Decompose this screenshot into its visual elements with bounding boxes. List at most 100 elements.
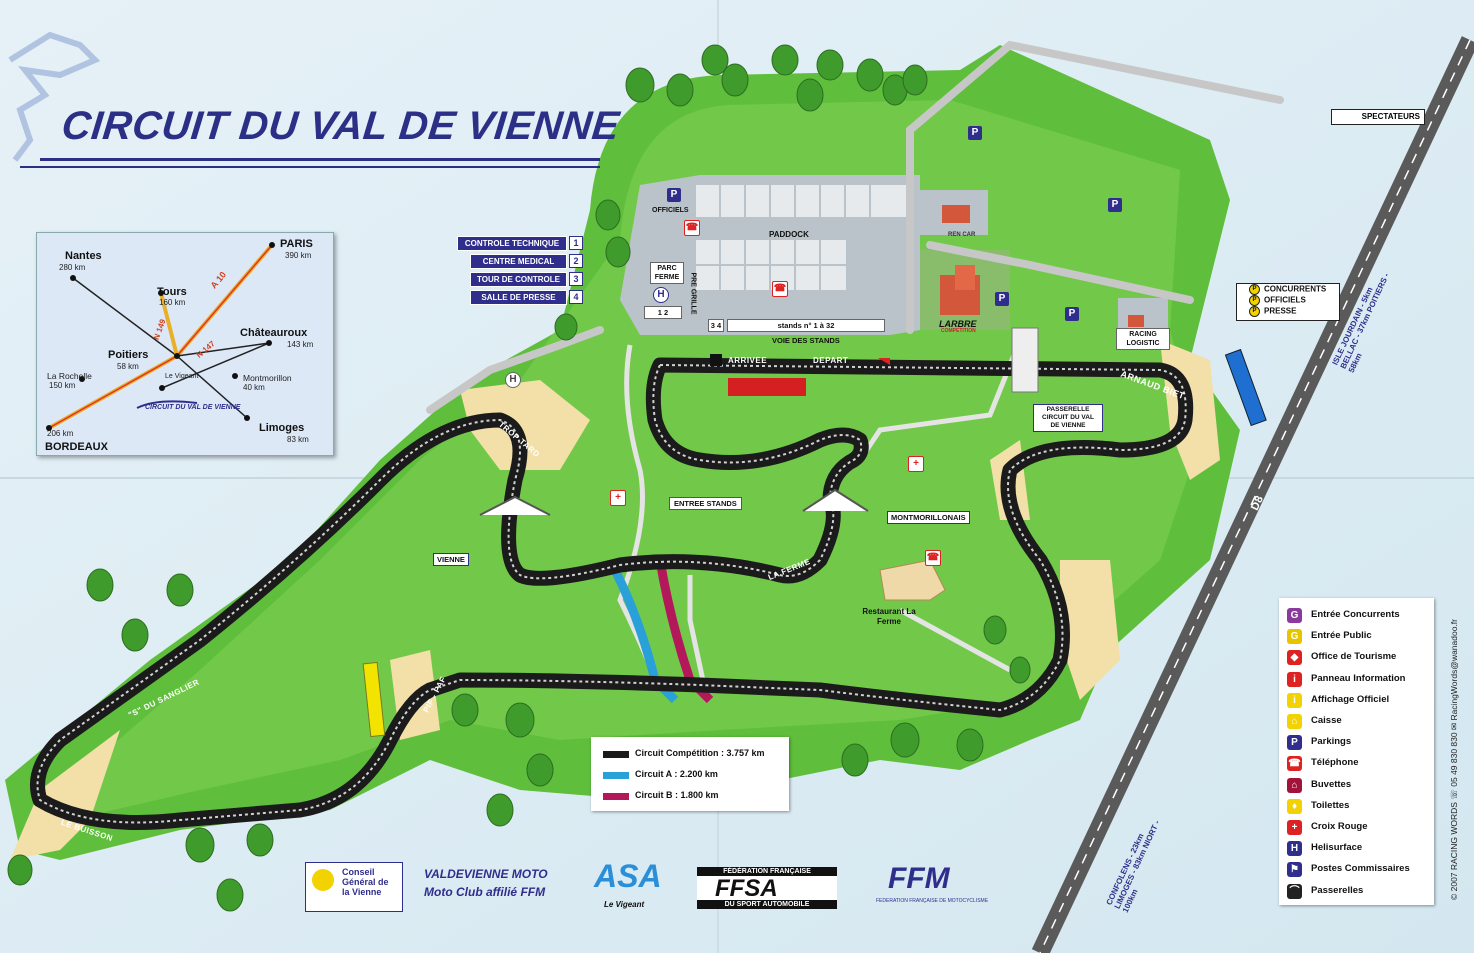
label-restaurant: Restaurant La Ferme — [862, 607, 916, 626]
access-concurrents-label: CONCURRENTS — [1264, 284, 1327, 294]
telephone-icon: ☎ — [684, 220, 700, 236]
label-pit-nums: 1 2 — [644, 306, 682, 319]
parking-icon: P — [1108, 198, 1122, 212]
legend-item: ⚑ Postes Commissaires — [1287, 860, 1437, 878]
label-stands: stands n° 1 à 32 — [727, 319, 885, 332]
inset-city-montmorillon: Montmorillon — [243, 373, 292, 383]
legend-item: i Panneau Information — [1287, 670, 1437, 688]
red-cross-icon: + — [610, 490, 626, 506]
label-vienne: VIENNE — [433, 553, 469, 566]
entry-icon: P — [1249, 295, 1260, 306]
inset-dist-tours: 160 km — [159, 298, 186, 307]
inset-dist-chateauroux: 143 km — [287, 340, 314, 349]
facility-num-2: 2 — [569, 254, 583, 268]
legend-item: H Helisurface — [1287, 839, 1437, 857]
facility-centre-medical: CENTRE MEDICAL — [470, 254, 567, 269]
entry-icon: P — [1249, 306, 1260, 317]
facility-salle-de-presse: SALLE DE PRESSE — [470, 290, 567, 305]
facility-num-4: 4 — [569, 290, 583, 304]
label-racing-logistic: RACING LOGISTIC — [1116, 328, 1170, 350]
ffsa-top-text: FÉDÉRATION FRANÇAISE — [697, 867, 837, 876]
label-entree-stands: ENTREE STANDS — [669, 497, 742, 510]
entry-icon: P — [1249, 284, 1260, 295]
circuit-competition-swatch — [603, 751, 629, 758]
legend-item: + Croix Rouge — [1287, 818, 1437, 836]
inset-city-bordeaux: BORDEAUX — [45, 441, 108, 453]
legend-icon: ⌒ — [1287, 883, 1302, 899]
circuit-b-label: Circuit B : 1.800 km — [635, 790, 719, 800]
legend-label: Helisurface — [1311, 842, 1363, 854]
label-parc-ferme: PARC FERME — [650, 262, 684, 284]
inset-dist-montmorillon: 40 km — [243, 383, 265, 392]
facility-num-3: 3 — [569, 272, 583, 286]
legend-icon: H — [1287, 841, 1302, 857]
inset-city-tours: Tours — [157, 286, 187, 298]
label-stands-nums: 3 4 — [708, 319, 724, 332]
title-underline — [40, 158, 600, 161]
label-arrivee: ARRIVEE — [728, 356, 768, 365]
legend-item: ⌒Passerelles — [1287, 882, 1437, 900]
access-presse-label: PRESSE — [1264, 306, 1297, 316]
access-concurrents: P CONCURRENTS — [1249, 284, 1326, 295]
inset-dist-poitiers: 58 km — [117, 362, 139, 371]
legend-icon: ◆ — [1287, 650, 1302, 666]
telephone-icon: ☎ — [925, 550, 941, 566]
map-title: CIRCUIT DU VAL DE VIENNE — [59, 104, 622, 148]
legend-label: Entrée Concurrents — [1311, 609, 1400, 620]
inset-le-vigeant: Le Vigeant — [165, 373, 199, 380]
legend-label: Buvettes — [1311, 778, 1352, 790]
circuit-legend-a: Circuit A : 2.200 km — [603, 767, 783, 783]
circuit-legend: Circuit Compétition : 3.757 km Circuit A… — [591, 737, 789, 811]
parking-icon: P — [667, 188, 681, 202]
label-passerelle: PASSERELLE CIRCUIT DU VAL DE VIENNE — [1033, 404, 1103, 432]
access-officiels: P OFFICIELS — [1249, 295, 1306, 306]
inset-city-chateauroux: Châteauroux — [240, 327, 308, 339]
inset-city-poitiers: Poitiers — [108, 349, 149, 361]
moto-club-text: Moto Club affilié FFM — [424, 885, 546, 899]
inset-roads — [46, 242, 275, 431]
label-larbre: LARBRE — [939, 319, 977, 329]
legend-item: ☎Téléphone — [1287, 754, 1437, 772]
access-entrances-sign: P CONCURRENTS P OFFICIELS P PRESSE — [1236, 283, 1340, 321]
legend-label: Postes Commissaires — [1311, 863, 1410, 875]
inset-city-la-rochelle: La Rochelle — [47, 371, 92, 381]
parking-icon: P — [1065, 307, 1079, 321]
ffm-logo: FFM FEDERATION FRANÇAISE DE MOTOCYCLISME — [866, 862, 1002, 910]
label-ren-car: REN CAR — [948, 232, 976, 238]
label-paddock: PADDOCK — [769, 230, 809, 239]
spectateurs-sign: SPECTATEURS — [1331, 109, 1425, 125]
legend-icon: + — [1287, 820, 1302, 835]
legend-icon: i — [1287, 671, 1302, 687]
legend-item: ⌂ Buvettes — [1287, 776, 1437, 794]
legend-label: Office de Tourisme — [1311, 651, 1397, 663]
inset-circuit-label: CIRCUIT DU VAL DE VIENNE — [145, 404, 241, 411]
label-officiels: OFFICIELS — [652, 207, 689, 214]
cg-logo-text: Conseil Général de la Vienne — [342, 867, 389, 897]
conseil-general-logo: Conseil Général de la Vienne — [305, 862, 403, 912]
legend-label: Téléphone — [1311, 757, 1359, 769]
copyright-text: © 2007 RACING WORDS ☏ 05 49 830 830 ✉ Ra… — [1449, 619, 1459, 900]
inset-dist-la-rochelle: 150 km — [49, 381, 76, 390]
telephone-icon: ☎ — [772, 281, 788, 297]
access-officiels-label: OFFICIELS — [1264, 295, 1306, 305]
cg-sun-icon — [312, 869, 334, 891]
legend-icon: G — [1287, 629, 1302, 645]
red-cross-icon: + — [908, 456, 924, 472]
inset-city-limoges: Limoges — [259, 422, 305, 434]
legend-icon: ♦ — [1287, 798, 1302, 814]
legend-icon: ⌂ — [1287, 777, 1302, 793]
ffsa-bottom-text: DU SPORT AUTOMOBILE — [697, 900, 837, 909]
facility-tour-de-controle: TOUR DE CONTROLE — [470, 272, 567, 287]
legend-label: Panneau Information — [1311, 672, 1406, 684]
circuit-competition-label: Circuit Compétition : 3.757 km — [635, 748, 765, 758]
inset-city-paris: PARIS — [280, 238, 313, 250]
circuit-legend-competition: Circuit Compétition : 3.757 km — [603, 746, 783, 762]
circuit-legend-b: Circuit B : 1.800 km — [603, 788, 783, 804]
legend-label: Croix Rouge — [1311, 821, 1368, 832]
access-presse: P PRESSE — [1249, 306, 1296, 317]
legend-icon: ⚑ — [1287, 862, 1302, 878]
